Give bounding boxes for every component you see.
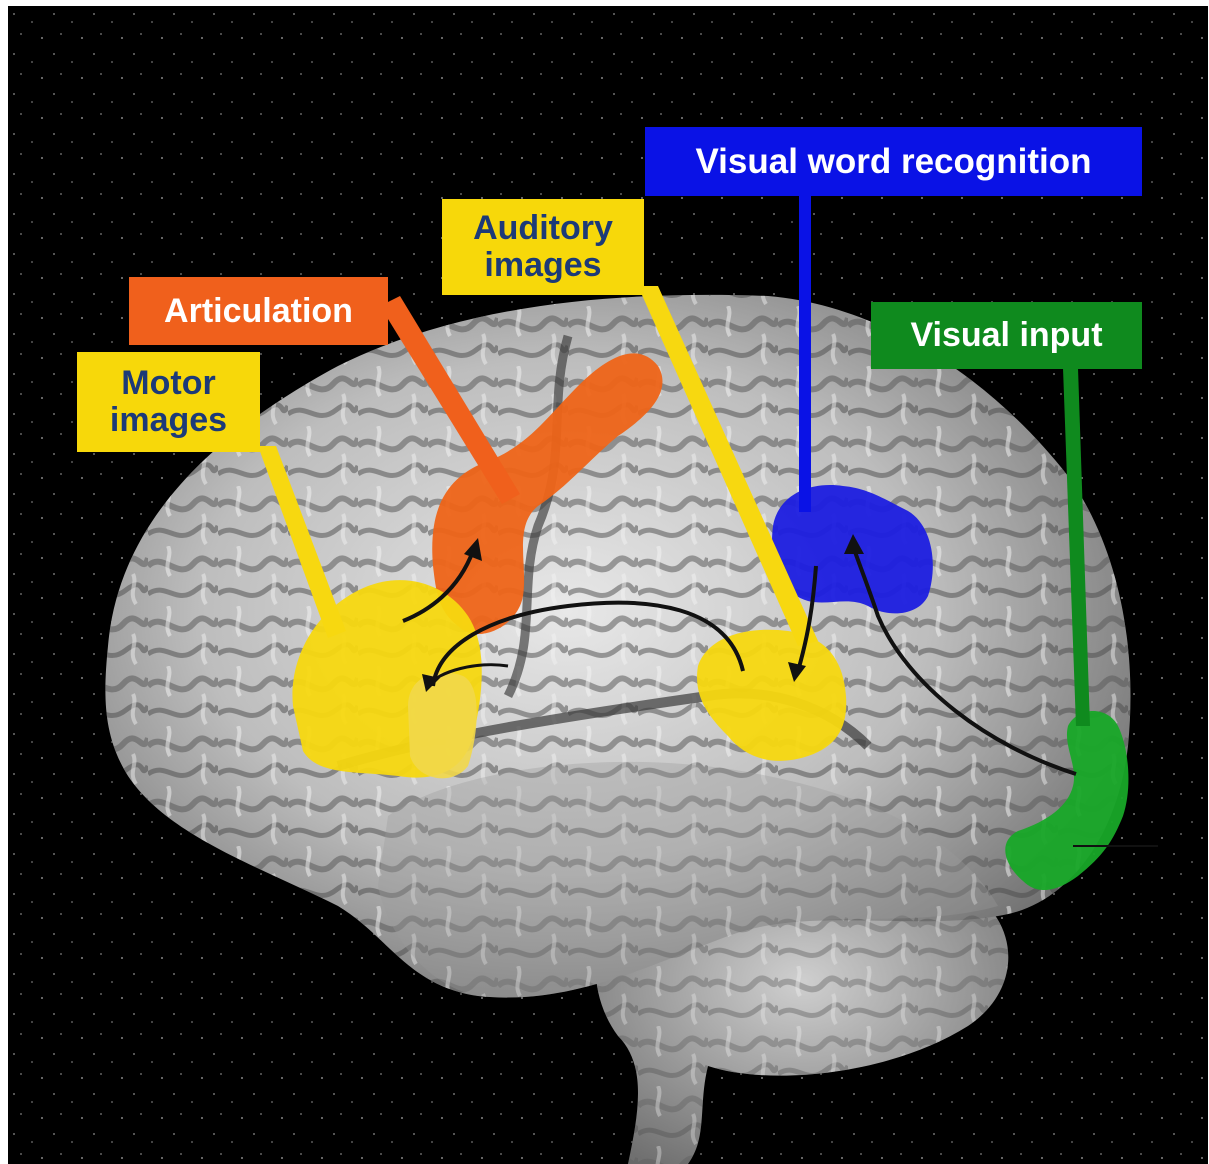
articulation-text: Articulation: [164, 293, 353, 330]
motor-images-text-line2: images: [110, 402, 227, 439]
visual-word-pointer: [799, 194, 811, 512]
visual-word-recognition-text: Visual word recognition: [695, 143, 1091, 180]
brain-diagram: Visual word recognition Auditory images …: [8, 6, 1208, 1164]
motor-images-label: Motor images: [77, 352, 260, 452]
auditory-images-label: Auditory images: [442, 199, 644, 295]
motor-images-text-line1: Motor: [110, 365, 227, 402]
auditory-images-text-line2: images: [473, 247, 613, 284]
auditory-images-text-line1: Auditory: [473, 210, 613, 247]
visual-input-label: Visual input: [871, 302, 1142, 369]
visual-word-recognition-label: Visual word recognition: [645, 127, 1142, 196]
articulation-label: Articulation: [129, 277, 388, 345]
visual-input-text: Visual input: [910, 317, 1102, 354]
